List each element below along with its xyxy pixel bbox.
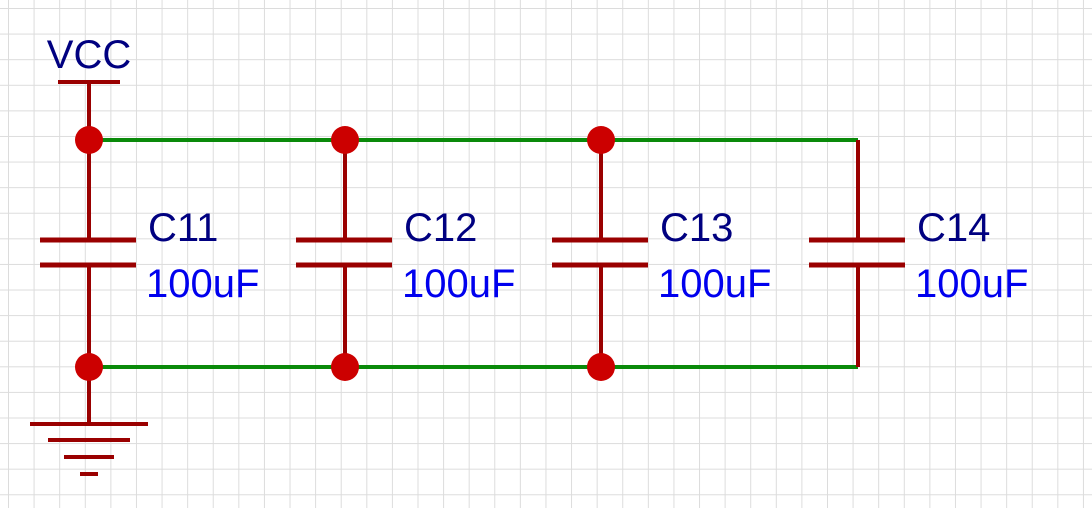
c13-value-label: 100uF xyxy=(658,262,771,306)
capacitor-c13[interactable]: C13 100uF xyxy=(552,140,771,367)
c13-ref-label: C13 xyxy=(660,206,733,250)
c11-ref-label: C11 xyxy=(148,206,218,250)
capacitor-c12[interactable]: C12 100uF xyxy=(296,140,515,367)
c14-value-label: 100uF xyxy=(915,262,1028,306)
junction-dot xyxy=(331,353,359,381)
junction-dot xyxy=(587,353,615,381)
junction-dot xyxy=(75,353,103,381)
junction-dot xyxy=(587,126,615,154)
c11-value-label: 100uF xyxy=(146,262,259,306)
ground-symbol[interactable] xyxy=(30,367,148,476)
junction-dot xyxy=(75,126,103,154)
capacitor-c11[interactable]: C11 100uF xyxy=(40,140,259,367)
vcc-power-symbol[interactable]: VCC xyxy=(47,33,131,140)
vcc-label: VCC xyxy=(47,33,131,77)
c12-ref-label: C12 xyxy=(404,206,477,250)
junction-dot xyxy=(331,126,359,154)
c14-ref-label: C14 xyxy=(917,206,990,250)
capacitor-c14[interactable]: C14 100uF xyxy=(809,140,1028,367)
c12-value-label: 100uF xyxy=(402,262,515,306)
